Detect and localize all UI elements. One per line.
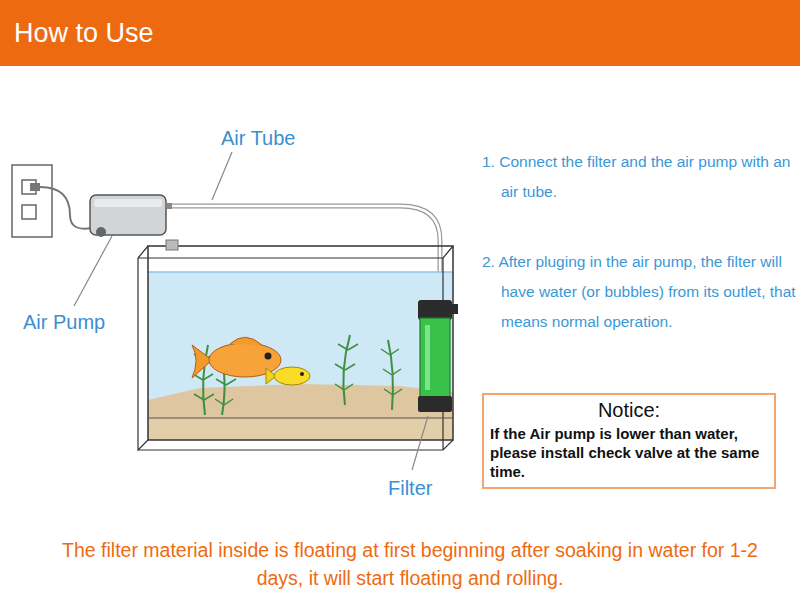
yellow-fish — [266, 367, 310, 385]
instruction-step: 1. Connect the filter and the air pump w… — [482, 147, 800, 207]
notice-body: If the Air pump is lower than water, ple… — [490, 424, 768, 481]
instruction-step: 2. After pluging in the air pump, the fi… — [482, 247, 800, 337]
notice-box: Notice:If the Air pump is lower than wat… — [482, 393, 776, 489]
leader-line — [74, 236, 112, 306]
leader-line — [212, 152, 232, 200]
part-label: Air Tube — [219, 127, 297, 150]
part-label: Filter — [386, 477, 434, 500]
leader-line — [412, 416, 428, 470]
power-cord — [40, 187, 92, 229]
wall-outlet — [12, 165, 52, 237]
notice-heading: Notice: — [490, 399, 768, 422]
tank — [148, 246, 453, 440]
sponge-filter — [418, 300, 458, 412]
caption-note: The filter material inside is floating a… — [60, 536, 760, 592]
part-label: Air Pump — [21, 311, 107, 334]
plants — [203, 335, 393, 415]
page-title: How to Use — [14, 18, 154, 49]
